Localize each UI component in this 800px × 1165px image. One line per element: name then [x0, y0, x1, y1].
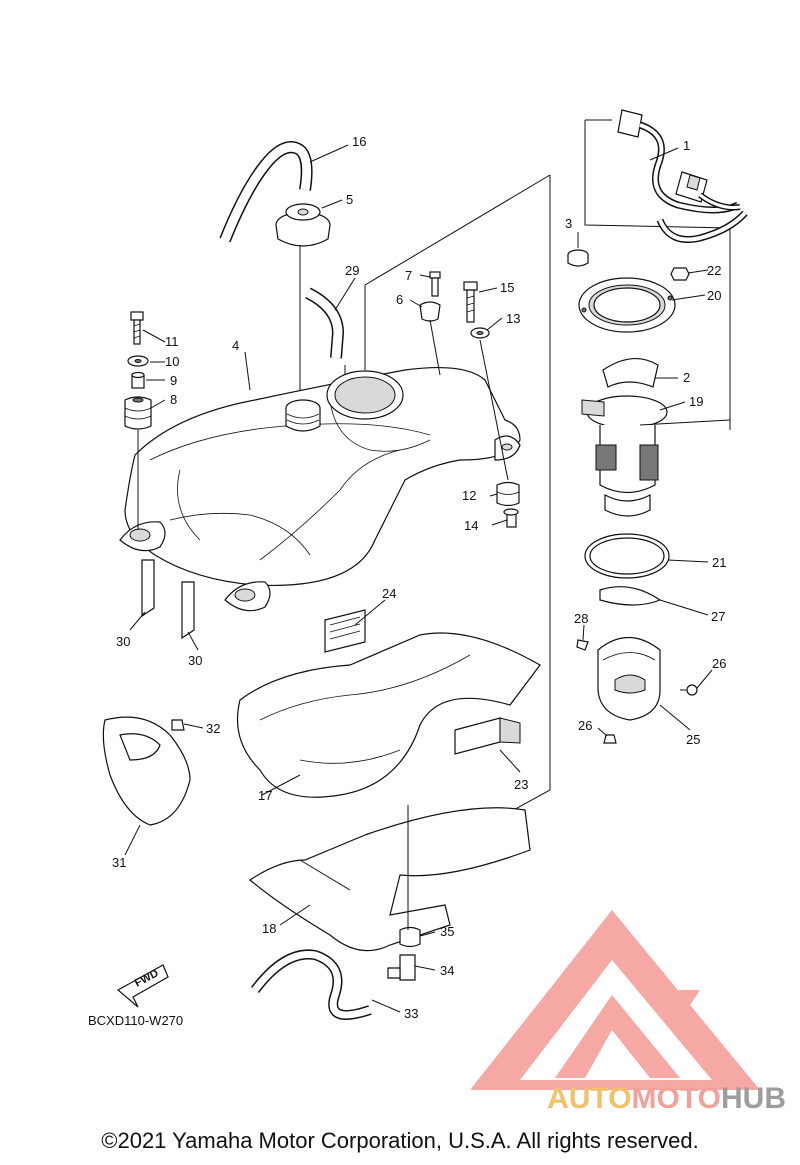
brand-auto: AUTO — [547, 1082, 632, 1115]
label-26b: 26 — [578, 718, 592, 733]
assembly-frame — [364, 119, 731, 846]
label-12: 12 — [462, 488, 476, 503]
label-26a: 26 — [712, 656, 726, 671]
label-20: 20 — [707, 288, 721, 303]
part-23-connector — [454, 717, 521, 755]
diagram-code: BCXD110-W270 — [88, 1013, 183, 1028]
part-22-nut — [670, 267, 690, 281]
part-labels: 1 2 3 4 5 6 7 8 9 10 11 12 13 14 15 16 1… — [112, 134, 726, 1021]
label-22: 22 — [707, 263, 721, 278]
brand-moto: MOTO — [631, 1082, 721, 1115]
label-7: 7 — [405, 268, 412, 283]
part-20-retainer-ring — [578, 277, 676, 333]
part-13-washer — [470, 327, 490, 339]
watermark-logo — [470, 910, 760, 1090]
part-11-bolt — [130, 311, 144, 345]
label-31: 31 — [112, 855, 126, 870]
part-10-washer — [127, 355, 149, 367]
part-19-fuel-pump — [581, 395, 731, 517]
label-13: 13 — [506, 311, 520, 326]
label-35: 35 — [440, 924, 454, 939]
label-29: 29 — [345, 263, 359, 278]
part-26a-screw — [680, 684, 698, 696]
part-34-fitting — [387, 954, 416, 981]
label-9: 9 — [170, 373, 177, 388]
label-34: 34 — [440, 963, 454, 978]
part-2-plate — [602, 358, 659, 388]
leader-lines — [124, 144, 713, 1013]
label-4: 4 — [232, 338, 239, 353]
part-27-clamp — [599, 586, 662, 606]
label-30b: 30 — [188, 653, 202, 668]
part-31-cover — [102, 716, 191, 826]
label-15: 15 — [500, 280, 514, 295]
label-14: 14 — [464, 518, 478, 533]
part-33-hose — [251, 949, 372, 1020]
watermark-brand: AUTOMOTOHUB — [547, 1082, 786, 1116]
part-14-collar — [503, 508, 519, 528]
label-24: 24 — [382, 586, 396, 601]
brand-hub: HUB — [721, 1082, 786, 1115]
part-21-gasket — [584, 533, 670, 579]
part-30b-damper — [181, 581, 195, 640]
part-32-clip — [171, 719, 185, 731]
label-18: 18 — [262, 921, 276, 936]
label-28: 28 — [574, 611, 588, 626]
part-1-hose-assembly — [617, 109, 748, 243]
part-25-cover — [597, 637, 661, 721]
label-27: 27 — [711, 609, 725, 624]
label-32: 32 — [206, 721, 220, 736]
part-24-connector — [324, 609, 366, 653]
part-17-bracket — [236, 632, 541, 798]
label-6: 6 — [396, 292, 403, 307]
part-3-grommet — [567, 249, 589, 267]
label-33: 33 — [404, 1006, 418, 1021]
part-4-fuel-tank — [119, 366, 521, 612]
part-12-damper — [496, 481, 520, 507]
label-30a: 30 — [116, 634, 130, 649]
label-19: 19 — [689, 394, 703, 409]
label-8: 8 — [170, 392, 177, 407]
part-7-screw — [429, 271, 441, 297]
label-16: 16 — [352, 134, 366, 149]
part-30a-damper — [141, 559, 155, 618]
label-17: 17 — [258, 788, 272, 803]
label-23: 23 — [514, 777, 528, 792]
label-21: 21 — [712, 555, 726, 570]
label-25: 25 — [686, 732, 700, 747]
label-5: 5 — [346, 192, 353, 207]
label-1: 1 — [683, 138, 690, 153]
part-35-grommet — [399, 805, 421, 948]
label-2: 2 — [683, 370, 690, 385]
part-18-pad — [248, 807, 531, 952]
copyright-text: ©2021 Yamaha Motor Corporation, U.S.A. A… — [101, 1128, 699, 1153]
part-6-grommet — [419, 301, 441, 376]
part-28-clip — [576, 639, 589, 651]
part-16-breather-hose — [219, 141, 313, 243]
part-8-damper — [124, 396, 152, 430]
part-9-collar — [131, 371, 145, 389]
fwd-arrow: FWD — [116, 964, 169, 1008]
part-15-bolt — [463, 281, 478, 323]
label-3: 3 — [565, 216, 572, 231]
part-5-fuel-cap — [275, 203, 331, 400]
label-11: 11 — [165, 334, 179, 349]
part-26b-screw — [603, 734, 617, 744]
label-10: 10 — [165, 354, 179, 369]
